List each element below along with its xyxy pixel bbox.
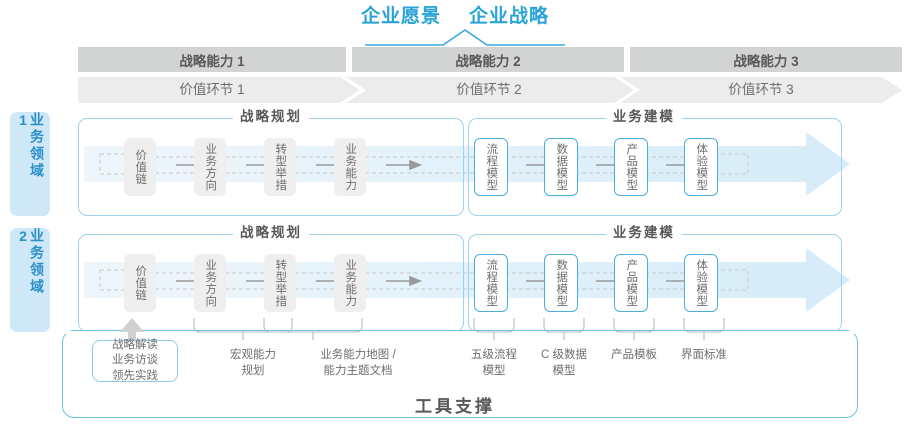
node-transformation-measures-1[interactable]: 转型举措 bbox=[264, 138, 296, 196]
node-label: 体验模型 bbox=[695, 259, 708, 307]
tool-support-label: 工具支撑 bbox=[415, 397, 495, 416]
node-label: 数据模型 bbox=[555, 259, 568, 307]
node-label: 产品模型 bbox=[625, 143, 638, 191]
node-value-chain-2[interactable]: 价值链 bbox=[124, 254, 156, 312]
annotation-line-2: 模型 bbox=[552, 364, 576, 377]
node-label: 体验模型 bbox=[695, 143, 708, 191]
annotation-line-1: 战略解读 bbox=[112, 338, 158, 351]
value-chain-1[interactable]: 价值环节 1 bbox=[179, 82, 245, 97]
node-label: 转型举措 bbox=[274, 143, 287, 191]
value-chain-bar-row: 价值环节 1 价值环节 2 价值环节 3 bbox=[78, 77, 902, 103]
node-business-direction-2[interactable]: 业务方向 bbox=[194, 254, 226, 312]
annotation-line-1: 产品模板 bbox=[611, 349, 657, 361]
business-domain-tab-1[interactable]: 业务领域 1 bbox=[10, 112, 50, 216]
node-label: 数据模型 bbox=[555, 143, 568, 191]
annotation-line-1: 界面标准 bbox=[681, 349, 727, 361]
strategic-planning-panel-1: 战略规划 bbox=[78, 109, 464, 216]
node-data-model-1[interactable]: 数据模型 bbox=[544, 138, 578, 196]
annotation-box-value-chain[interactable]: 战略解读 业务访谈 领先实践 bbox=[92, 338, 178, 382]
strategic-capability-1[interactable]: 战略能力 1 bbox=[78, 47, 346, 72]
business-domain-tab-2-label: 业务领域 2 bbox=[15, 228, 45, 296]
node-business-capability-2[interactable]: 业务能力 bbox=[334, 254, 366, 312]
strategic-capability-2[interactable]: 战略能力 2 bbox=[352, 47, 624, 72]
node-label: 价值链 bbox=[134, 149, 147, 185]
node-business-capability-1[interactable]: 业务能力 bbox=[334, 138, 366, 196]
node-experience-model-2[interactable]: 体验模型 bbox=[684, 254, 718, 312]
strategic-planning-title-1: 战略规划 bbox=[233, 109, 309, 125]
node-label: 业务能力 bbox=[344, 259, 357, 307]
node-label: 业务能力 bbox=[344, 143, 357, 191]
node-label: 产品模型 bbox=[625, 259, 638, 307]
annotation-line-2: 模型 bbox=[482, 364, 506, 377]
bracket-connectors-icon bbox=[120, 318, 725, 344]
enterprise-strategy-title: 企业战略 bbox=[469, 6, 550, 27]
annotation-line-1: 宏观能力 bbox=[230, 349, 276, 361]
strategic-planning-title-2: 战略规划 bbox=[233, 225, 309, 241]
node-label: 价值链 bbox=[134, 265, 147, 301]
annotation-c-level-data: C 级数据 模型 bbox=[514, 348, 614, 379]
annotation-product-template: 产品模板 bbox=[584, 348, 684, 364]
annotation-line-2: 业务访谈 bbox=[112, 354, 158, 367]
annotation-line-1: 业务能力地图 / bbox=[320, 349, 396, 361]
business-domain-tab-2[interactable]: 业务领域 2 bbox=[10, 228, 50, 332]
node-process-model-1[interactable]: 流程模型 bbox=[474, 138, 508, 196]
business-modeling-title-1: 业务建模 bbox=[605, 109, 682, 125]
node-product-model-1[interactable]: 产品模型 bbox=[614, 138, 648, 196]
annotation-line-1: 五级流程 bbox=[471, 349, 517, 361]
value-chain-2[interactable]: 价值环节 2 bbox=[456, 82, 522, 97]
node-value-chain-1[interactable]: 价值链 bbox=[124, 138, 156, 196]
node-label: 流程模型 bbox=[485, 143, 498, 191]
node-label: 业务方向 bbox=[204, 143, 217, 191]
node-product-model-2[interactable]: 产品模型 bbox=[614, 254, 648, 312]
annotation-capability-map: 业务能力地图 / 能力主题文档 bbox=[293, 348, 423, 379]
node-business-direction-1[interactable]: 业务方向 bbox=[194, 138, 226, 196]
business-modeling-panel-1: 业务建模 bbox=[468, 109, 842, 216]
annotation-five-level-process: 五级流程 模型 bbox=[444, 348, 544, 379]
annotation-line-2: 规划 bbox=[241, 364, 265, 377]
business-domain-row-2: 战略规划 业务建模 价值链 业务方向 转型举措 业务能力 流程模型 数据模型 产… bbox=[70, 225, 850, 332]
node-label: 转型举措 bbox=[274, 259, 287, 307]
business-modeling-title-2: 业务建模 bbox=[605, 225, 682, 241]
value-chain-3[interactable]: 价值环节 3 bbox=[728, 82, 794, 97]
annotation-ui-standard: 界面标准 bbox=[654, 348, 754, 364]
node-label: 流程模型 bbox=[485, 259, 498, 307]
annotation-macro-capability: 宏观能力 规划 bbox=[203, 348, 303, 379]
annotation-line-1: C 级数据 bbox=[541, 349, 587, 361]
enterprise-vision-title: 企业愿景 bbox=[360, 6, 441, 27]
node-transformation-measures-2[interactable]: 转型举措 bbox=[264, 254, 296, 312]
strategic-capability-bar-row: 战略能力 1 战略能力 2 战略能力 3 bbox=[78, 47, 902, 72]
value-chain-chevron-icon bbox=[78, 77, 902, 103]
node-process-model-2[interactable]: 流程模型 bbox=[474, 254, 508, 312]
business-domain-row-1: 战略规划 业务建模 价值链 业务方向 转型举措 业务能力 流程模型 数据模型 产… bbox=[70, 109, 850, 216]
node-data-model-2[interactable]: 数据模型 bbox=[544, 254, 578, 312]
vision-strategy-connector-icon bbox=[365, 29, 565, 46]
node-label: 业务方向 bbox=[204, 259, 217, 307]
node-experience-model-1[interactable]: 体验模型 bbox=[684, 138, 718, 196]
tool-support-container bbox=[62, 330, 858, 418]
annotation-line-2: 能力主题文档 bbox=[323, 364, 393, 377]
container-top-mask bbox=[64, 331, 856, 334]
business-domain-tab-1-label: 业务领域 1 bbox=[15, 112, 45, 180]
annotation-line-3: 领先实践 bbox=[112, 369, 158, 382]
top-title-group: 企业愿景 企业战略 bbox=[0, 4, 910, 30]
strategic-capability-3[interactable]: 战略能力 3 bbox=[630, 47, 902, 72]
